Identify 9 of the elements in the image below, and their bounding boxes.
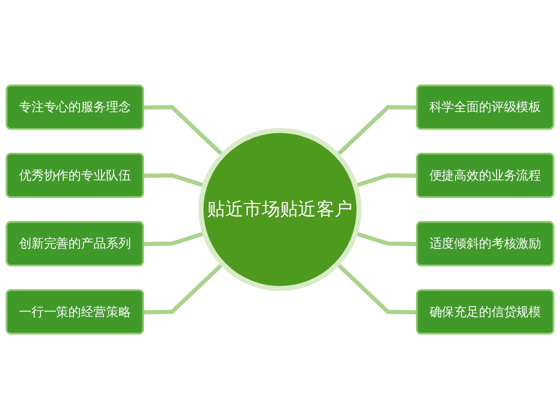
connector bbox=[143, 105, 224, 157]
connector bbox=[143, 231, 206, 246]
connector bbox=[336, 105, 418, 157]
connector bbox=[354, 231, 418, 246]
connector bbox=[336, 262, 418, 314]
connector bbox=[354, 173, 418, 188]
connector bbox=[143, 173, 206, 188]
connector bbox=[143, 262, 224, 314]
node-circle: 贴近市场贴近客户 bbox=[198, 128, 362, 291]
